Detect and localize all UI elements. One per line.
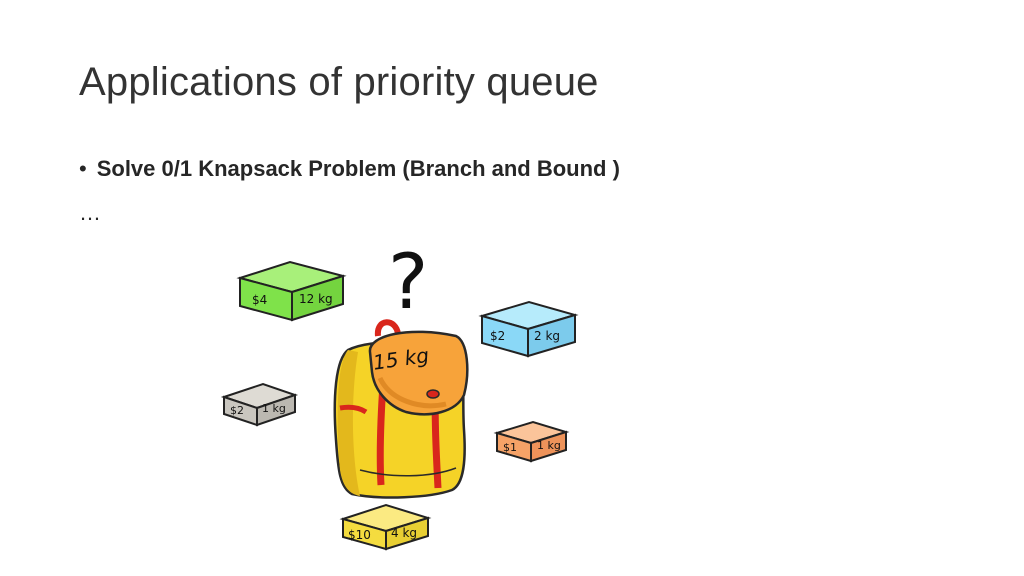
item-weight: 2 kg bbox=[534, 329, 560, 343]
item-box-green: $4 12 kg bbox=[236, 260, 347, 322]
bullet-dot-icon: • bbox=[79, 156, 87, 181]
item-box-blue: $2 2 kg bbox=[478, 300, 579, 358]
item-price: $2 bbox=[490, 329, 505, 343]
slide-title: Applications of priority queue bbox=[79, 60, 599, 104]
bullet-item: • Solve 0/1 Knapsack Problem (Branch and… bbox=[79, 156, 620, 182]
item-box-orange: $1 1 kg bbox=[493, 420, 570, 463]
item-price: $4 bbox=[252, 293, 267, 307]
question-mark: ? bbox=[388, 237, 428, 326]
knapsack-icon: 15 kg bbox=[333, 319, 469, 499]
continuation-ellipsis: … bbox=[79, 200, 101, 225]
item-price: $1 bbox=[503, 441, 517, 454]
item-weight: 12 kg bbox=[299, 292, 333, 306]
item-price: $10 bbox=[348, 528, 371, 542]
item-weight: 4 kg bbox=[391, 526, 417, 540]
item-weight: 1 kg bbox=[262, 402, 286, 415]
item-weight: 1 kg bbox=[537, 439, 561, 452]
item-box-yellow: $10 4 kg bbox=[339, 503, 432, 551]
item-price: $2 bbox=[230, 404, 244, 417]
item-box-grey: $2 1 kg bbox=[220, 382, 299, 427]
bullet-text: Solve 0/1 Knapsack Problem (Branch and B… bbox=[96, 156, 620, 181]
